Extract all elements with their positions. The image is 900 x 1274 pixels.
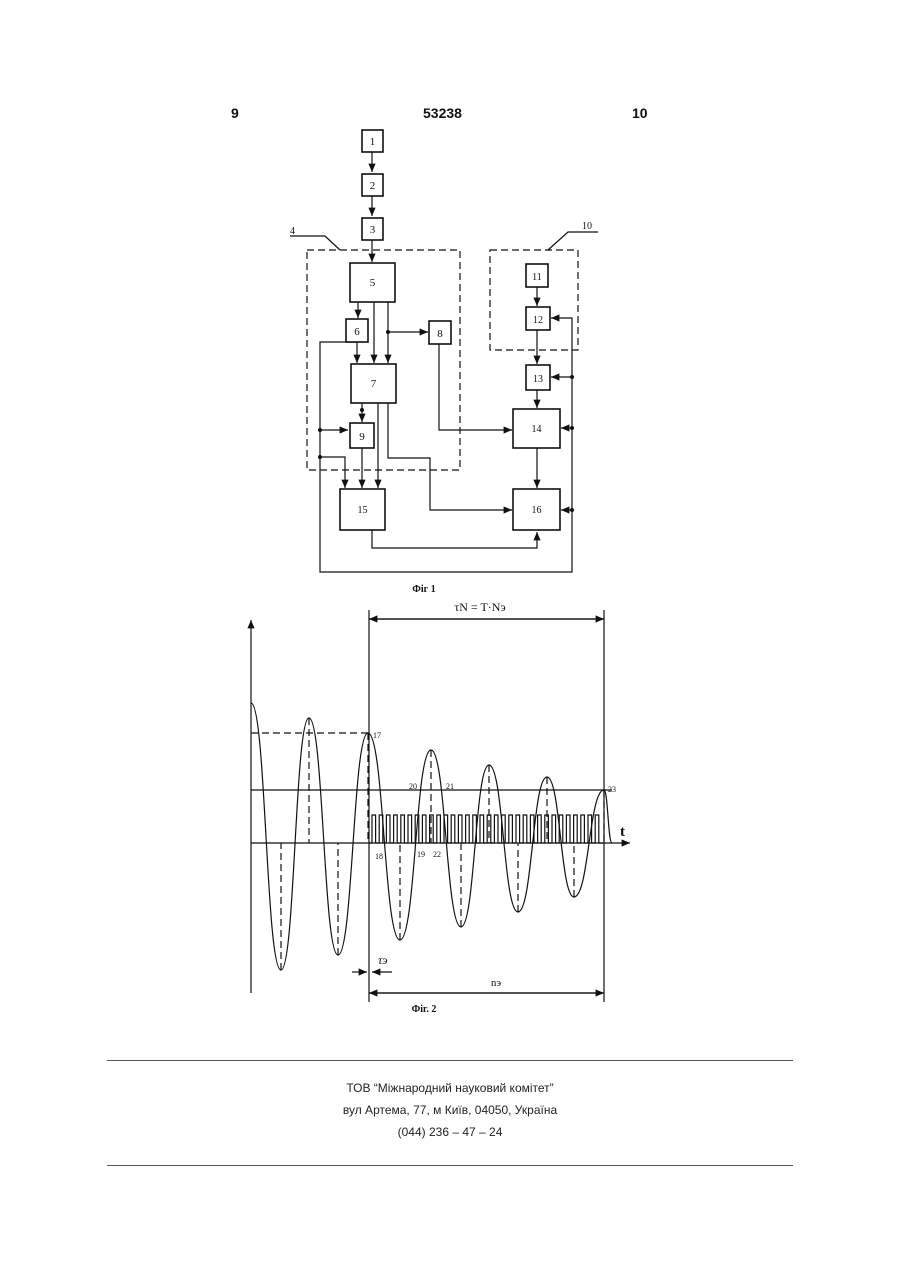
svg-text:16: 16 (532, 505, 542, 516)
point-22: 22 (433, 850, 441, 859)
point-18: 18 (375, 852, 383, 861)
point-21: 21 (446, 782, 454, 791)
svg-text:14: 14 (532, 424, 542, 435)
svg-text:6: 6 (354, 326, 360, 338)
peak-dashed-lines (281, 718, 604, 970)
svg-text:1: 1 (370, 136, 376, 148)
svg-text:8: 8 (437, 328, 443, 340)
point-19: 19 (417, 850, 425, 859)
oscillation-curve (251, 703, 612, 970)
point-20: 20 (409, 782, 417, 791)
group-10-leader (548, 232, 598, 250)
fig2-caption: Фіг. 2 (412, 1004, 437, 1015)
svg-text:13: 13 (533, 374, 543, 385)
svg-text:12: 12 (533, 315, 543, 326)
svg-text:3: 3 (370, 224, 376, 236)
tau-n-formula: τN = T·Nэ (454, 600, 505, 614)
svg-text:9: 9 (359, 431, 365, 443)
t-axis-label: t (620, 824, 625, 840)
n-e-label: nэ (491, 977, 502, 989)
footer-rule-top (107, 1060, 793, 1061)
svg-text:2: 2 (370, 180, 376, 192)
svg-text:5: 5 (370, 277, 376, 289)
group-10-label: 10 (582, 221, 592, 232)
fig1-caption: Фіг 1 (412, 584, 435, 595)
svg-text:11: 11 (532, 272, 542, 283)
footer-address: вул Артема, 77, м Київ, 04050, Україна (0, 1103, 900, 1117)
tau-e-label: τэ (378, 953, 388, 967)
pulse-train (369, 815, 604, 843)
point-23: 23 (608, 785, 616, 794)
point-17: 17 (373, 731, 381, 740)
fig2-waveform: t τN = T·Nэ nэ τэ 17 18 19 20 21 22 23 Ф… (251, 600, 630, 1015)
footer-company: ТОВ “Міжнародний науковий комітет” (0, 1081, 900, 1095)
group-4-leader (290, 236, 340, 250)
svg-text:15: 15 (358, 505, 368, 516)
fig1-block-diagram: 4 10 1 (290, 130, 598, 595)
group-4-label: 4 (290, 226, 295, 237)
footer-phone: (044) 236 – 47 – 24 (0, 1125, 900, 1139)
svg-text:7: 7 (371, 378, 377, 390)
footer-rule-bottom (107, 1165, 793, 1166)
